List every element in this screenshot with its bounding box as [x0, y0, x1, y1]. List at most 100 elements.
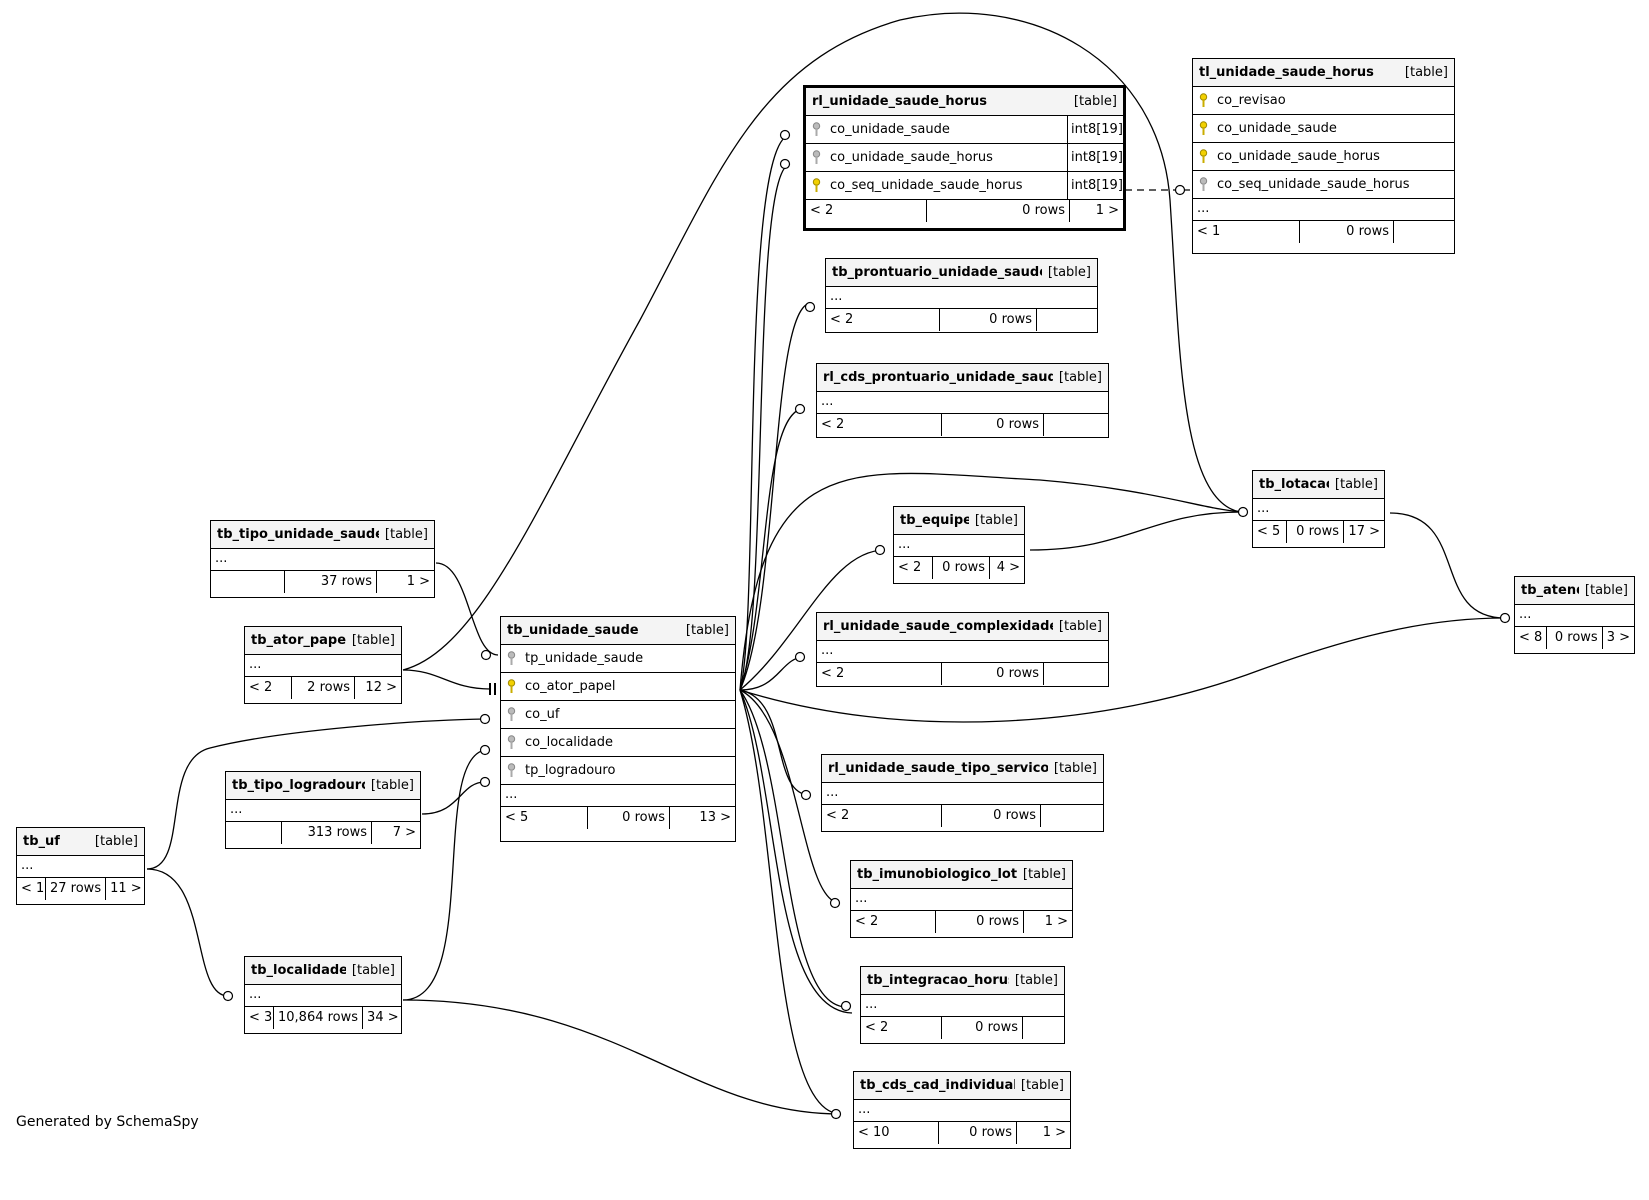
column-row[interactable]: co_seq_unidade_saude_horus int8[19]: [806, 172, 1123, 200]
table-tb-imunobiologico-lote[interactable]: tb_imunobiologico_lote [table] ... < 2 0…: [850, 860, 1073, 938]
children-link[interactable]: [1023, 1017, 1064, 1039]
table-tb-integracao-horus[interactable]: tb_integracao_horus [table] ... < 2 0 ro…: [860, 966, 1065, 1044]
parents-link[interactable]: < 5: [1253, 521, 1287, 543]
column-row[interactable]: tp_logradouro: [501, 757, 735, 785]
edge-marker: [840, 1000, 852, 1012]
table-type-label: [table]: [1058, 619, 1102, 634]
table-tb-prontuario-unidade-saude[interactable]: tb_prontuario_unidade_saude [table] ... …: [825, 258, 1098, 333]
parents-link[interactable]: < 3: [245, 1007, 274, 1029]
key-gray-icon: [507, 707, 516, 721]
children-link[interactable]: 17 >: [1348, 524, 1380, 539]
parents-link[interactable]: < 1: [1193, 221, 1300, 243]
more-columns[interactable]: ...: [226, 800, 420, 822]
column-row[interactable]: co_unidade_saude_horus int8[19]: [806, 144, 1123, 172]
children-link[interactable]: 1 >: [1095, 203, 1119, 218]
column-row[interactable]: co_unidade_saude: [1193, 115, 1454, 143]
more-columns[interactable]: ...: [211, 549, 434, 571]
table-tl-unidade-saude-horus[interactable]: tl_unidade_saude_horus [table] co_revisa…: [1192, 58, 1455, 254]
children-link[interactable]: [1044, 663, 1108, 685]
table-tb-lotacao[interactable]: tb_lotacao [table] ... < 5 0 rows 17 >: [1252, 470, 1385, 548]
column-row[interactable]: co_unidade_saude_horus: [1193, 143, 1454, 171]
more-columns[interactable]: ...: [1253, 499, 1384, 521]
parents-link[interactable]: < 2: [822, 805, 942, 827]
children-link[interactable]: 3 >: [1606, 630, 1630, 645]
table-header: tb_prontuario_unidade_saude [table]: [826, 259, 1097, 287]
children-link[interactable]: 34 >: [367, 1010, 399, 1025]
more-columns[interactable]: ...: [851, 889, 1072, 911]
edge-marker: [222, 990, 234, 1002]
table-tb-uf[interactable]: tb_uf [table] ... < 1 27 rows 11 >: [16, 827, 145, 905]
more-columns[interactable]: ...: [894, 535, 1024, 557]
more-columns[interactable]: ...: [245, 985, 401, 1007]
more-columns[interactable]: ...: [817, 392, 1108, 414]
parents-link[interactable]: < 5: [501, 807, 588, 829]
table-type-label: [table]: [1058, 370, 1102, 385]
table-name: tb_tipo_logradouro: [232, 778, 365, 793]
children-link[interactable]: 1 >: [1042, 1125, 1066, 1140]
more-columns[interactable]: ...: [1515, 605, 1634, 627]
children-link[interactable]: 7 >: [392, 825, 416, 840]
parents-link[interactable]: [226, 822, 282, 844]
column-row[interactable]: co_uf: [501, 701, 735, 729]
parents-link[interactable]: < 2: [826, 309, 940, 331]
table-rl-unidade-saude-horus[interactable]: rl_unidade_saude_horus [table] co_unidad…: [803, 85, 1126, 231]
more-columns[interactable]: ...: [854, 1100, 1070, 1122]
parents-link[interactable]: < 2: [894, 557, 933, 579]
parents-link[interactable]: < 2: [245, 677, 292, 699]
table-tb-unidade-saude[interactable]: tb_unidade_saude [table] tp_unidade_saud…: [500, 616, 736, 842]
children-link[interactable]: 1 >: [406, 574, 430, 589]
column-row[interactable]: co_seq_unidade_saude_horus: [1193, 171, 1454, 199]
parents-link[interactable]: < 10: [854, 1122, 939, 1144]
column-row[interactable]: co_ator_papel: [501, 673, 735, 701]
parents-link[interactable]: < 2: [806, 200, 927, 222]
column-row[interactable]: tp_unidade_saude: [501, 645, 735, 673]
table-tb-ator-papel[interactable]: tb_ator_papel [table] ... < 2 2 rows 12 …: [244, 626, 402, 704]
more-columns[interactable]: ...: [861, 995, 1064, 1017]
table-rl-unidade-saude-complexidade[interactable]: rl_unidade_saude_complexidade [table] ..…: [816, 612, 1109, 687]
table-tb-localidade[interactable]: tb_localidade [table] ... < 3 10,864 row…: [244, 956, 402, 1034]
table-rl-unidade-saude-tipo-servico[interactable]: rl_unidade_saude_tipo_servico [table] ..…: [821, 754, 1104, 832]
column-row[interactable]: co_unidade_saude int8[19]: [806, 116, 1123, 144]
children-link[interactable]: 4 >: [996, 560, 1020, 575]
parents-link[interactable]: < 2: [817, 414, 942, 436]
table-tb-tipo-unidade-saude[interactable]: tb_tipo_unidade_saude [table] ... 37 row…: [210, 520, 435, 598]
table-type-label: [table]: [1334, 477, 1378, 492]
parents-link[interactable]: < 8: [1515, 627, 1548, 649]
more-columns[interactable]: ...: [245, 655, 401, 677]
column-row[interactable]: co_revisao: [1193, 87, 1454, 115]
parents-link[interactable]: < 2: [861, 1017, 942, 1039]
table-tb-atend[interactable]: tb_atend [table] ... < 8 0 rows 3 >: [1514, 576, 1635, 654]
children-link[interactable]: 13 >: [699, 810, 731, 825]
edge-unidade-to-imuno: [739, 689, 841, 904]
column-row[interactable]: co_localidade: [501, 729, 735, 757]
parents-link[interactable]: < 1: [17, 878, 46, 900]
more-columns[interactable]: ...: [1193, 199, 1454, 221]
table-type-label: [table]: [351, 963, 395, 978]
table-name: rl_unidade_saude_tipo_servico: [828, 761, 1048, 776]
edge-unidade-to-cds-cad: [739, 689, 841, 1115]
children-link[interactable]: [1394, 221, 1454, 243]
children-link[interactable]: 11 >: [110, 881, 142, 896]
children-link[interactable]: [1041, 805, 1103, 827]
more-columns[interactable]: ...: [822, 783, 1103, 805]
table-name: rl_unidade_saude_complexidade: [823, 619, 1053, 634]
table-tb-cds-cad-individual[interactable]: tb_cds_cad_individual [table] ... < 10 0…: [853, 1071, 1071, 1149]
table-rl-cds-prontuario-unidade-saud[interactable]: rl_cds_prontuario_unidade_saud [table] .…: [816, 363, 1109, 438]
more-columns[interactable]: ...: [817, 641, 1108, 663]
parents-link[interactable]: < 2: [851, 911, 936, 933]
more-columns[interactable]: ...: [501, 785, 735, 807]
column-name: co_unidade_saude: [1217, 121, 1337, 136]
more-columns[interactable]: ...: [826, 287, 1097, 309]
table-tb-tipo-logradouro[interactable]: tb_tipo_logradouro [table] ... 313 rows …: [225, 771, 421, 849]
children-link[interactable]: 1 >: [1044, 914, 1068, 929]
parents-link[interactable]: < 2: [817, 663, 942, 685]
column-name: co_unidade_saude: [830, 122, 950, 137]
more-columns[interactable]: ...: [17, 856, 144, 878]
table-name: tb_equipe: [900, 513, 969, 528]
children-link[interactable]: [1037, 309, 1097, 331]
children-link[interactable]: [1044, 414, 1108, 436]
children-link[interactable]: 12 >: [365, 680, 397, 695]
edge-unidade-to-atend: [739, 617, 1506, 723]
parents-link[interactable]: [211, 571, 285, 593]
table-tb-equipe[interactable]: tb_equipe [table] ... < 2 0 rows 4 >: [893, 506, 1025, 584]
